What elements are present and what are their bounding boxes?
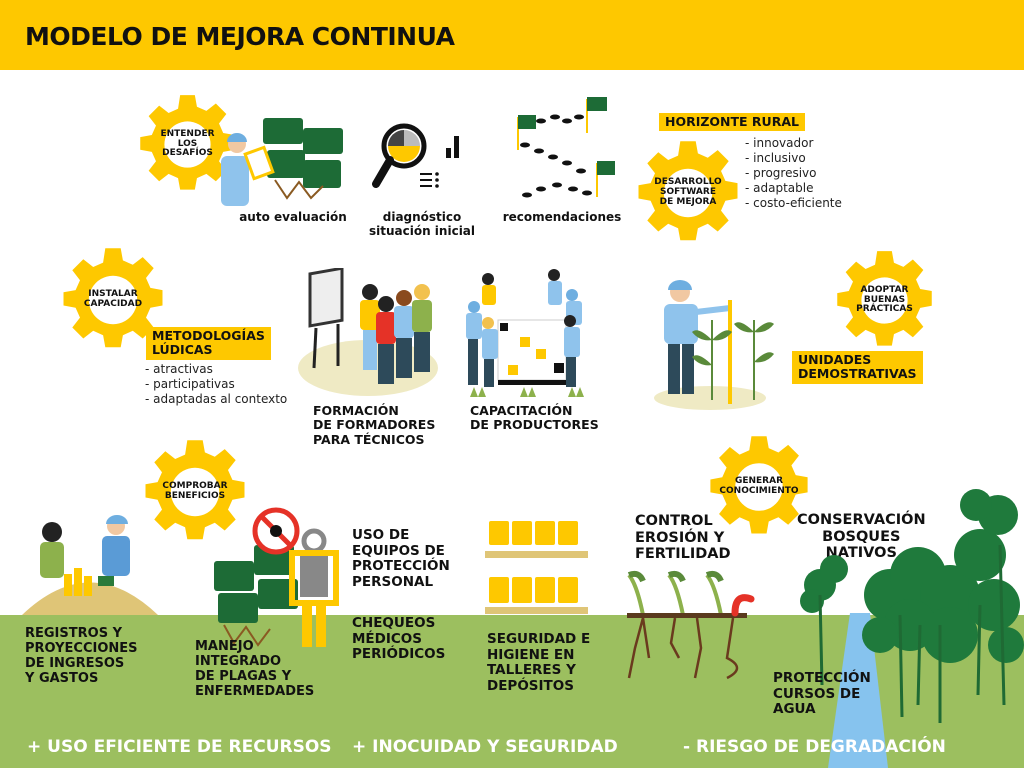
item-label: USO DE EQUIPOS DE PROTECCIÓN PERSONAL bbox=[352, 527, 450, 590]
item-label: recomendaciones bbox=[502, 210, 622, 224]
item-label: CONTROL EROSIÓN Y FERTILIDAD bbox=[635, 513, 731, 563]
river-icon bbox=[828, 613, 888, 768]
no-pest-icon bbox=[210, 505, 340, 655]
metodologias-list: atractivas participativas adaptadas al c… bbox=[145, 362, 287, 407]
horizonte-rural-tag: HORIZONTE RURAL bbox=[659, 113, 805, 132]
gear-step-3: INSTALAR CAPACIDAD bbox=[58, 245, 168, 355]
item-label: FORMACIÓN DE FORMADORES PARA TÉCNICOS bbox=[313, 403, 436, 447]
item-label: REGISTROS Y PROYECCIONES DE INGRESOS Y G… bbox=[25, 626, 138, 686]
bullet-item: adaptadas al contexto bbox=[145, 392, 287, 407]
bullet-item: inclusivo bbox=[745, 151, 842, 166]
item-label: CAPACITACIÓN DE PRODUCTORES bbox=[470, 403, 599, 433]
gear-label: GENERAR CONOCIMIENTO bbox=[719, 476, 799, 496]
gear-step-4: ADOPTAR BUENAS PRÁCTICAS bbox=[832, 248, 937, 353]
item-label: CONSERVACIÓN BOSQUES NATIVOS bbox=[797, 512, 926, 562]
footsteps-flags-icon bbox=[505, 95, 620, 205]
item-label: MANEJO INTEGRADO DE PLAGAS Y ENFERMEDADE… bbox=[195, 639, 315, 699]
item-label: diagnóstico situación inicial bbox=[368, 210, 476, 238]
item-label: SEGURIDAD E HIGIENE EN TALLERES Y DEPÓSI… bbox=[487, 631, 591, 694]
unidades-demostrativas-tag: UNIDADES DEMOSTRATIVAS bbox=[792, 351, 923, 384]
item-label: CHEQUEOS MÉDICOS PERIÓDICOS bbox=[352, 615, 446, 663]
gear-step-2: DESARROLLO SOFTWARE DE MEJORA bbox=[633, 138, 743, 248]
trainer-board-icon bbox=[298, 266, 448, 400]
group-game-icon bbox=[460, 265, 590, 400]
coins-people-icon bbox=[20, 510, 160, 615]
roots-worm-icon bbox=[625, 565, 770, 690]
clipboard-person-icon bbox=[215, 110, 345, 210]
farmer-measuring-plants-icon bbox=[650, 270, 780, 410]
bullet-item: atractivas bbox=[145, 362, 287, 377]
jerrycan-shelf-icon bbox=[485, 515, 590, 615]
gear-step-1: ENTENDER LOS DESAFÍOS bbox=[135, 92, 240, 197]
gear-label: ENTENDER LOS DESAFÍOS bbox=[160, 128, 215, 159]
footer-riesgo: - RIESGO DE DEGRADACIÓN bbox=[683, 737, 946, 757]
gear-step-6: GENERAR CONOCIMIENTO bbox=[705, 433, 813, 541]
gear-step-5: COMPROBAR BENEFICIOS bbox=[140, 437, 250, 547]
footer-uso-eficiente: + USO EFICIENTE DE RECURSOS bbox=[27, 737, 332, 757]
magnifier-chart-icon bbox=[370, 118, 475, 198]
gear-label: INSTALAR CAPACIDAD bbox=[83, 289, 143, 309]
item-label: PROTECCIÓN CURSOS DE AGUA bbox=[773, 670, 871, 718]
bullet-item: adaptable bbox=[745, 181, 842, 196]
gear-label: DESARROLLO SOFTWARE DE MEJORA bbox=[654, 177, 722, 207]
bullet-item: progresivo bbox=[745, 166, 842, 181]
gear-label: ADOPTAR BUENAS PRÁCTICAS bbox=[856, 284, 913, 315]
forest-icon bbox=[800, 485, 1024, 725]
bullet-item: costo-eficiente bbox=[745, 196, 842, 211]
metodologias-ludicas-tag: METODOLOGÍAS LÚDICAS bbox=[146, 327, 271, 360]
header-banner: MODELO DE MEJORA CONTINUA bbox=[0, 0, 1024, 70]
horizonte-rural-list: innovador inclusivo progresivo adaptable… bbox=[745, 136, 842, 211]
page-title: MODELO DE MEJORA CONTINUA bbox=[25, 22, 455, 51]
gear-label: COMPROBAR BENEFICIOS bbox=[162, 481, 228, 501]
footer-inocuidad: + INOCUIDAD Y SEGURIDAD bbox=[352, 737, 618, 757]
item-label: auto evaluación bbox=[239, 210, 347, 224]
bullet-item: innovador bbox=[745, 136, 842, 151]
bullet-item: participativas bbox=[145, 377, 287, 392]
